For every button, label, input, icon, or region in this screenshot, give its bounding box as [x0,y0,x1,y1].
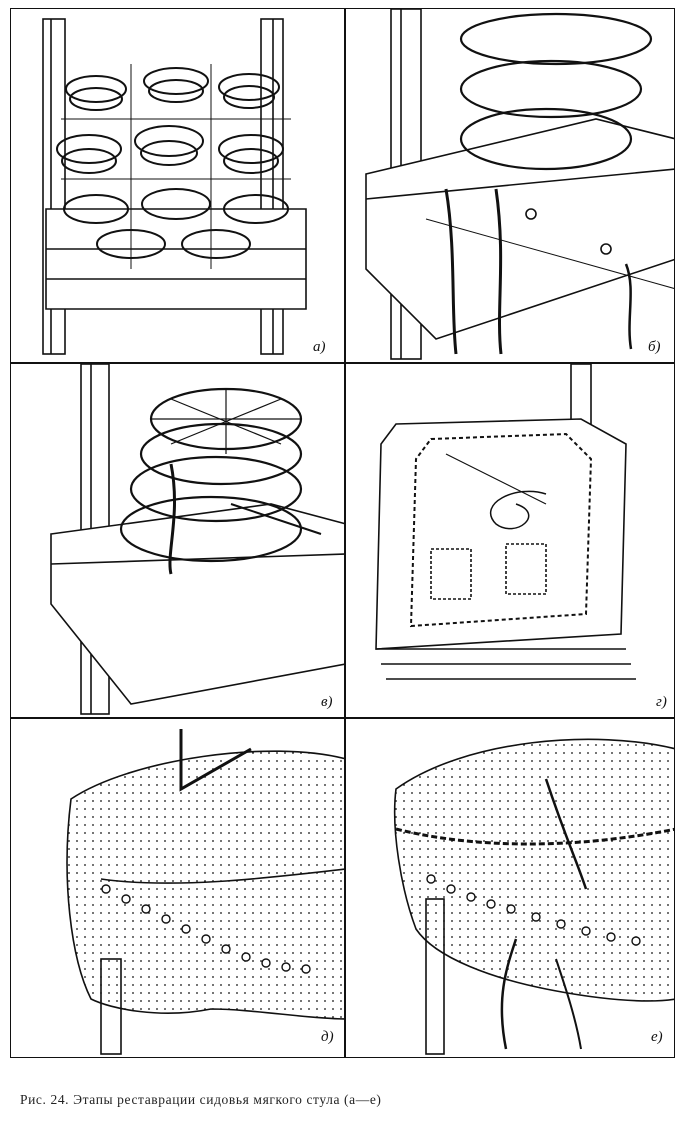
panel-v-label: в) [321,694,333,710]
panel-d-label: д) [321,1029,334,1045]
springs-on-frame-illustration [42,18,307,355]
panel-e: е) [345,718,675,1058]
figure-caption: Рис. 24. Этапы реставрации сидовья мягко… [20,1092,382,1107]
panel-a: а) [10,8,345,363]
panel-g-label: г) [656,694,667,710]
panel-b-label: б) [648,339,661,355]
spring-lashing-illustration [50,364,344,715]
edge-roll-illustration [393,738,674,1055]
panel-v: в) [10,363,345,718]
panel-b: б) [345,8,675,363]
panel-d: д) [10,718,345,1058]
panel-e-label: е) [651,1029,663,1045]
burlap-stitching-illustration [375,364,636,680]
panel-a-label: а) [313,339,326,355]
spring-tying-illustration [365,9,674,360]
panel-g: г) [345,363,675,718]
padding-edge-illustration [66,729,344,1055]
